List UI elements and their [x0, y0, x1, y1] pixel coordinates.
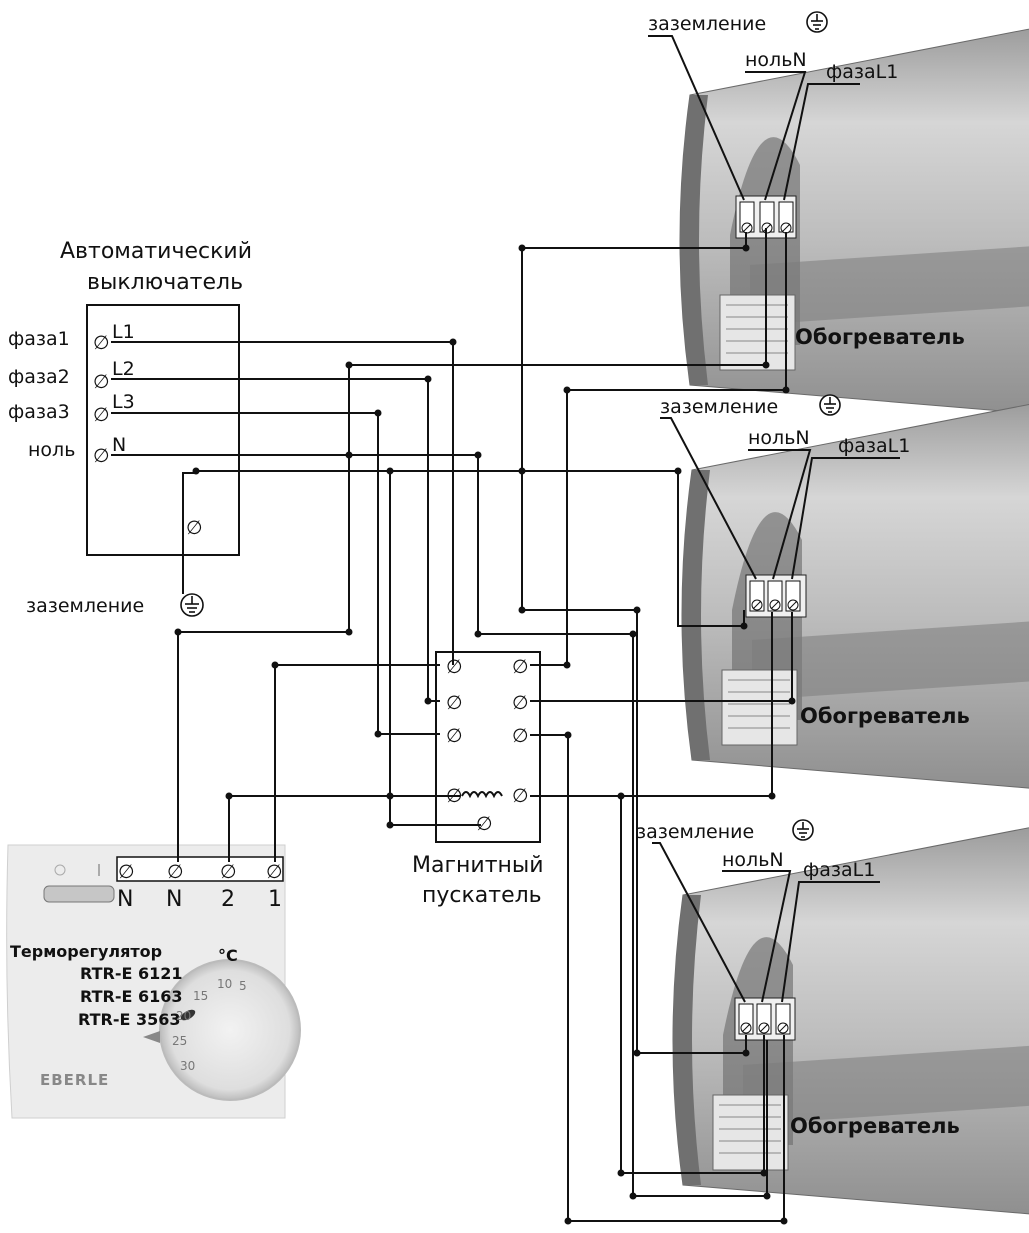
label-phase2: фаза2	[8, 366, 70, 388]
ground-icon	[806, 11, 828, 33]
heater-3-ground-label: заземление	[636, 821, 754, 843]
contactor-box	[435, 651, 541, 843]
thermostat-title: Терморегулятор	[10, 942, 162, 961]
thermostat-terminal-n1: N	[117, 887, 133, 912]
heater-1-labels: заземление нольN фазаL1 Обогреватель	[648, 11, 965, 349]
heater-3-neutral-label: нольN	[722, 849, 784, 871]
dial-mark: 15	[193, 989, 208, 1003]
thermostat-terminal-sym: ∅	[266, 861, 283, 883]
contactor-terminal: ∅	[512, 656, 529, 678]
dial-mark: 5	[239, 979, 247, 993]
heater-2-labels: заземление нольN фазаL1 Обогреватель	[660, 394, 970, 728]
contactor-terminal: ∅	[446, 692, 463, 714]
thermostat-unit: °C	[218, 946, 238, 965]
terminal-n-symbol: ∅	[93, 445, 110, 467]
ground-icon	[819, 394, 841, 416]
terminal-l2-label: L2	[112, 358, 135, 380]
label-neutral: ноль	[28, 439, 75, 461]
thermostat-model-1: RTR-E 6121	[80, 964, 183, 983]
heater-1-name: Обогреватель	[795, 325, 965, 349]
heater-2-name: Обогреватель	[800, 704, 970, 728]
heater-2-neutral-label: нольN	[748, 427, 810, 449]
contactor-terminal: ∅	[512, 692, 529, 714]
heater-1-phase-label: фазаL1	[826, 61, 898, 83]
heater-3-phase-label: фазаL1	[803, 859, 875, 881]
contactor-terminals: ∅ ∅ ∅ ∅ ∅ ∅ ∅ ∅ ∅	[446, 656, 529, 835]
terminal-l1-label: L1	[112, 321, 135, 343]
breaker-title-1: Автоматический	[60, 239, 252, 264]
dial-mark: 10	[217, 977, 232, 991]
contactor-title-1: Магнитный	[412, 853, 544, 878]
contactor-terminal: ∅	[446, 656, 463, 678]
label-phase3: фаза3	[8, 401, 70, 423]
contactor-terminal: ∅	[512, 785, 529, 807]
ground-icon	[792, 819, 814, 841]
contactor-terminal: ∅	[446, 725, 463, 747]
label-phase1: фаза1	[8, 328, 70, 350]
junction-dots	[174, 244, 796, 1225]
breaker-ground-label: заземление	[26, 595, 144, 617]
ground-icon	[180, 593, 204, 617]
terminal-l3-label: L3	[112, 391, 135, 413]
thermostat-model-3: RTR-E 3563	[78, 1010, 181, 1029]
contactor-terminal: ∅	[476, 813, 493, 835]
heater-2-terminal-block	[745, 574, 807, 618]
heater-3-terminal-block	[734, 997, 796, 1041]
thermostat-terminal-sym: ∅	[167, 861, 184, 883]
contactor-terminal: ∅	[512, 725, 529, 747]
thermostat-dial-marks: 5 10 15 20 25 30	[172, 977, 247, 1073]
terminal-l1-symbol: ∅	[93, 332, 110, 354]
heater-1-ground-label: заземление	[648, 13, 766, 35]
heater-2-phase-label: фазаL1	[838, 435, 910, 457]
coil-icon	[461, 791, 503, 799]
thermostat-terminal-sym: ∅	[220, 861, 237, 883]
heater-3-body	[672, 824, 1029, 1216]
dial-mark: 20	[176, 1009, 191, 1023]
thermostat-terminal-2: 2	[221, 887, 235, 912]
thermostat-terminal-sym: ∅	[118, 861, 135, 883]
heater-2-ground-label: заземление	[660, 396, 778, 418]
thermostat-terminal-strip	[116, 856, 284, 882]
contactor-title-2: пускатель	[422, 883, 542, 908]
terminal-l2-symbol: ∅	[93, 371, 110, 393]
heater-3-name: Обогреватель	[790, 1114, 960, 1138]
heater-3-labels: заземление нольN фазаL1 Обогреватель	[636, 819, 960, 1138]
terminal-n-label: N	[112, 434, 126, 456]
terminal-ground-symbol: ∅	[186, 517, 203, 539]
thermostat-terminal-1: 1	[268, 887, 282, 912]
heater-1-neutral-label: нольN	[745, 49, 807, 71]
breaker-title-2: выключатель	[87, 270, 243, 295]
heater-1-terminal-block	[735, 195, 797, 239]
thermostat-terminal-n2: N	[166, 887, 182, 912]
breaker-box	[86, 304, 240, 556]
thermostat-body	[6, 844, 301, 1119]
thermostat-dial[interactable]	[159, 959, 301, 1101]
thermostat-brand: EBERLE	[40, 1071, 109, 1089]
thermostat-model-2: RTR-E 6163	[80, 987, 183, 1006]
terminal-l3-symbol: ∅	[93, 404, 110, 426]
dial-mark: 25	[172, 1034, 187, 1048]
dial-mark: 30	[180, 1059, 195, 1073]
